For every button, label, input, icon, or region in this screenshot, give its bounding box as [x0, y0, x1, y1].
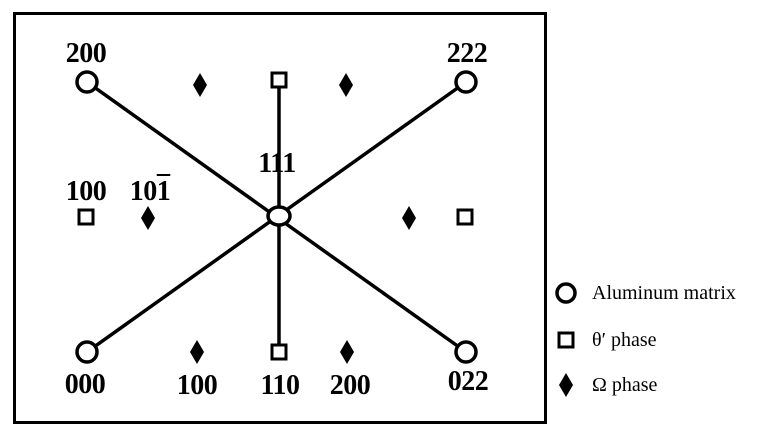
diagram-frame [13, 12, 547, 424]
omega-spot-diamond-icon [339, 73, 353, 97]
label-100-omega: 100 [176, 370, 218, 401]
label-200-top: 200 [65, 38, 107, 69]
theta-spot-square-icon [270, 343, 288, 361]
square-icon [557, 331, 575, 349]
label-100-theta: 100 [65, 176, 107, 207]
legend-label: Ω phase [592, 373, 658, 396]
matrix-spot-circle-icon [75, 70, 99, 94]
label-200-bottom: 200 [329, 370, 371, 401]
label-110: 110 [260, 370, 300, 401]
matrix-spot-circle-icon [266, 205, 292, 227]
legend-label: θ′ phase [592, 328, 657, 351]
label-022: 022 [447, 366, 489, 397]
legend-item-aluminum: Aluminum matrix [554, 281, 736, 305]
label-000: 000 [64, 369, 106, 400]
theta-spot-square-icon [270, 71, 288, 89]
legend-label: Aluminum matrix [592, 281, 736, 304]
matrix-spots [75, 70, 478, 364]
legend-item-theta: θ′ phase [554, 328, 657, 352]
label-1bar: 1 [156, 176, 171, 207]
omega-spot-diamond-icon [402, 206, 416, 230]
omega-spot-diamond-icon [193, 73, 207, 97]
label-222: 222 [446, 38, 488, 69]
matrix-spot-circle-icon [75, 340, 99, 364]
circle-icon [555, 282, 577, 304]
legend-item-omega: Ω phase [554, 372, 657, 398]
matrix-spot-circle-icon [454, 70, 478, 94]
label-111: 111 [258, 148, 296, 179]
omega-spot-diamond-icon [141, 206, 155, 230]
label-10-1bar: 101 [130, 178, 171, 206]
matrix-spot-circle-icon [454, 340, 478, 364]
omega-spot-diamond-icon [340, 340, 354, 364]
theta-spots [77, 71, 474, 361]
diamond-icon [559, 373, 573, 397]
theta-spot-square-icon [456, 208, 474, 226]
omega-spots [141, 73, 416, 364]
omega-spot-diamond-icon [190, 340, 204, 364]
theta-spot-square-icon [77, 208, 95, 226]
label-10: 10 [129, 176, 158, 207]
